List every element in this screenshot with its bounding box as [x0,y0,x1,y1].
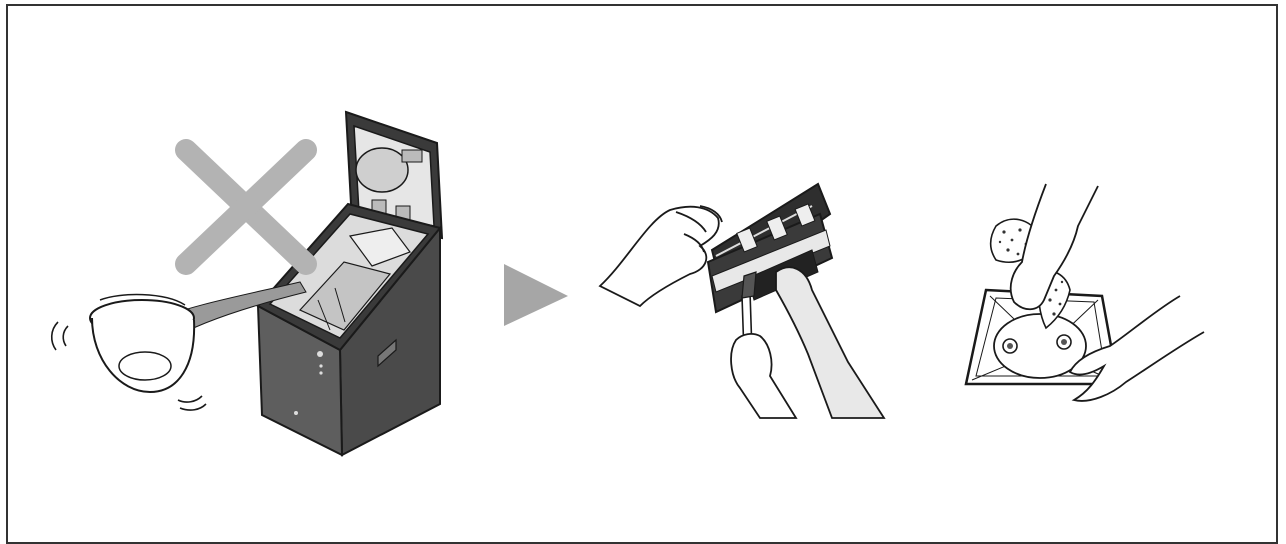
arm-holding-filter [776,267,884,418]
instruction-illustration [0,0,1286,533]
hand-with-cloth [600,206,722,306]
next-step-arrow-icon [504,264,568,326]
panel-wipe-inner-plate [966,184,1204,401]
panel-dont-pour-water [52,112,442,455]
hand-holding-brush [731,334,796,418]
prohibited-x-icon [186,150,306,264]
panel-wipe-lid-filter [600,184,884,418]
bowl-icon [90,295,194,392]
